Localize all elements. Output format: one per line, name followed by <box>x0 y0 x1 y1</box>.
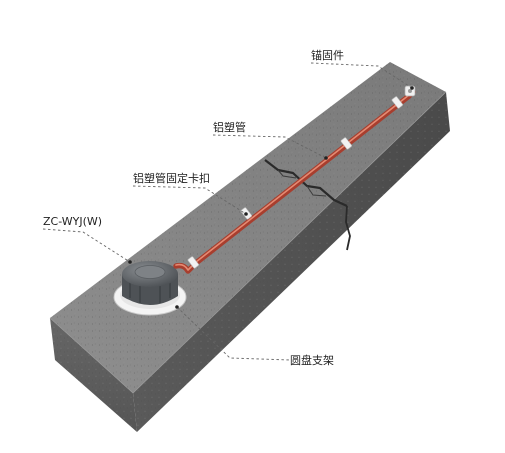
label-sensor-model: ZC-WYJ(W) <box>43 215 102 228</box>
label-disc-bracket: 圆盘支架 <box>290 353 334 367</box>
pipe-clips <box>187 96 403 269</box>
pipe-clip <box>187 256 199 269</box>
label-anchor-fixture: 锚固件 <box>311 48 344 62</box>
label-pipe: 铝塑管 <box>213 120 246 134</box>
leader-anchor <box>310 62 413 89</box>
leader-lines <box>42 62 414 361</box>
pipe-clip <box>391 96 403 109</box>
sensor-unit <box>122 261 178 305</box>
pipe-clip <box>340 137 352 150</box>
beam-crack <box>264 159 351 251</box>
pipe-highlight <box>175 94 410 271</box>
leader-sensor <box>42 228 131 263</box>
label-pipe-clip: 铝塑管固定卡扣 <box>133 171 210 185</box>
concrete-beam <box>49 62 450 432</box>
leader-clip <box>132 185 247 215</box>
leader-pipe <box>212 134 327 159</box>
